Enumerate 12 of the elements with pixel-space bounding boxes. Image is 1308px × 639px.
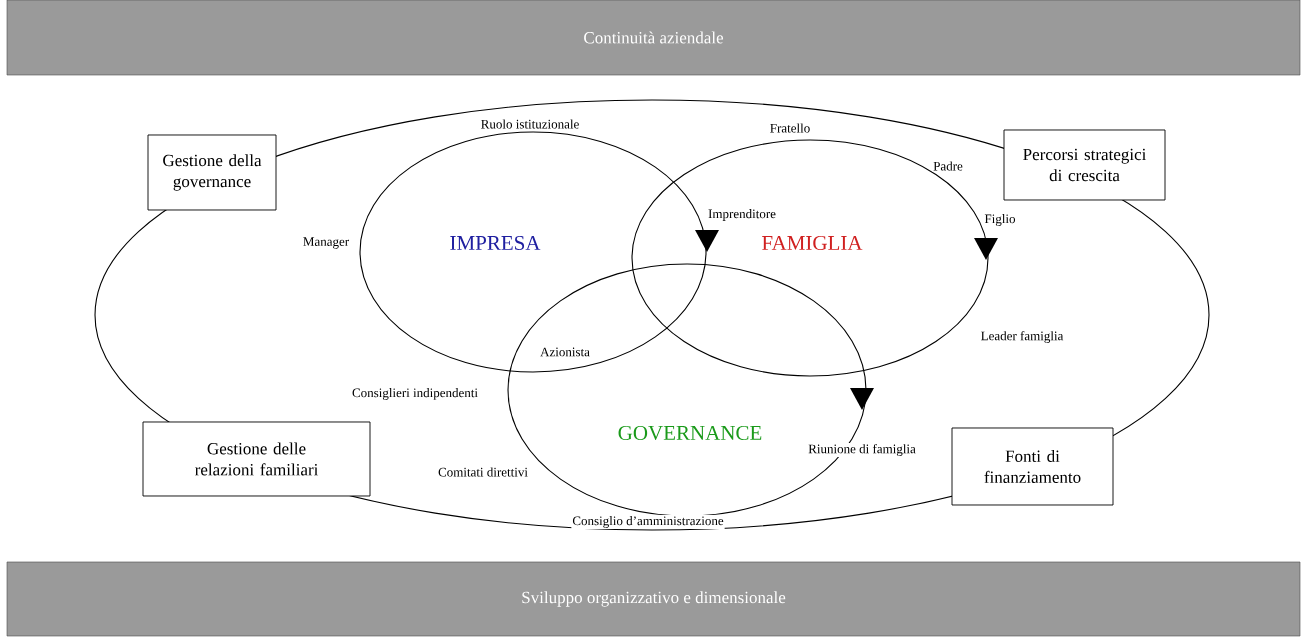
- role-label: Manager: [301, 236, 351, 250]
- text-box: Fonti di finanziamento: [951, 427, 1114, 506]
- role-label: Padre: [932, 160, 964, 172]
- role-label: Consiglieri indipendenti: [351, 387, 479, 401]
- banner: Continuità aziendale: [6, 0, 1301, 76]
- banner: Sviluppo organizzativo e dimensionale: [6, 561, 1301, 637]
- text-box: Gestione delle relazioni familiari: [142, 421, 371, 497]
- role-label: Consiglio d’amministrazione: [571, 515, 725, 529]
- text-box: Gestione della governance: [147, 134, 277, 211]
- text-box: Percorsi strategici di crescita: [1003, 129, 1166, 201]
- role-label: Azionista: [539, 346, 591, 358]
- role-label: Riunione di famiglia: [807, 443, 917, 457]
